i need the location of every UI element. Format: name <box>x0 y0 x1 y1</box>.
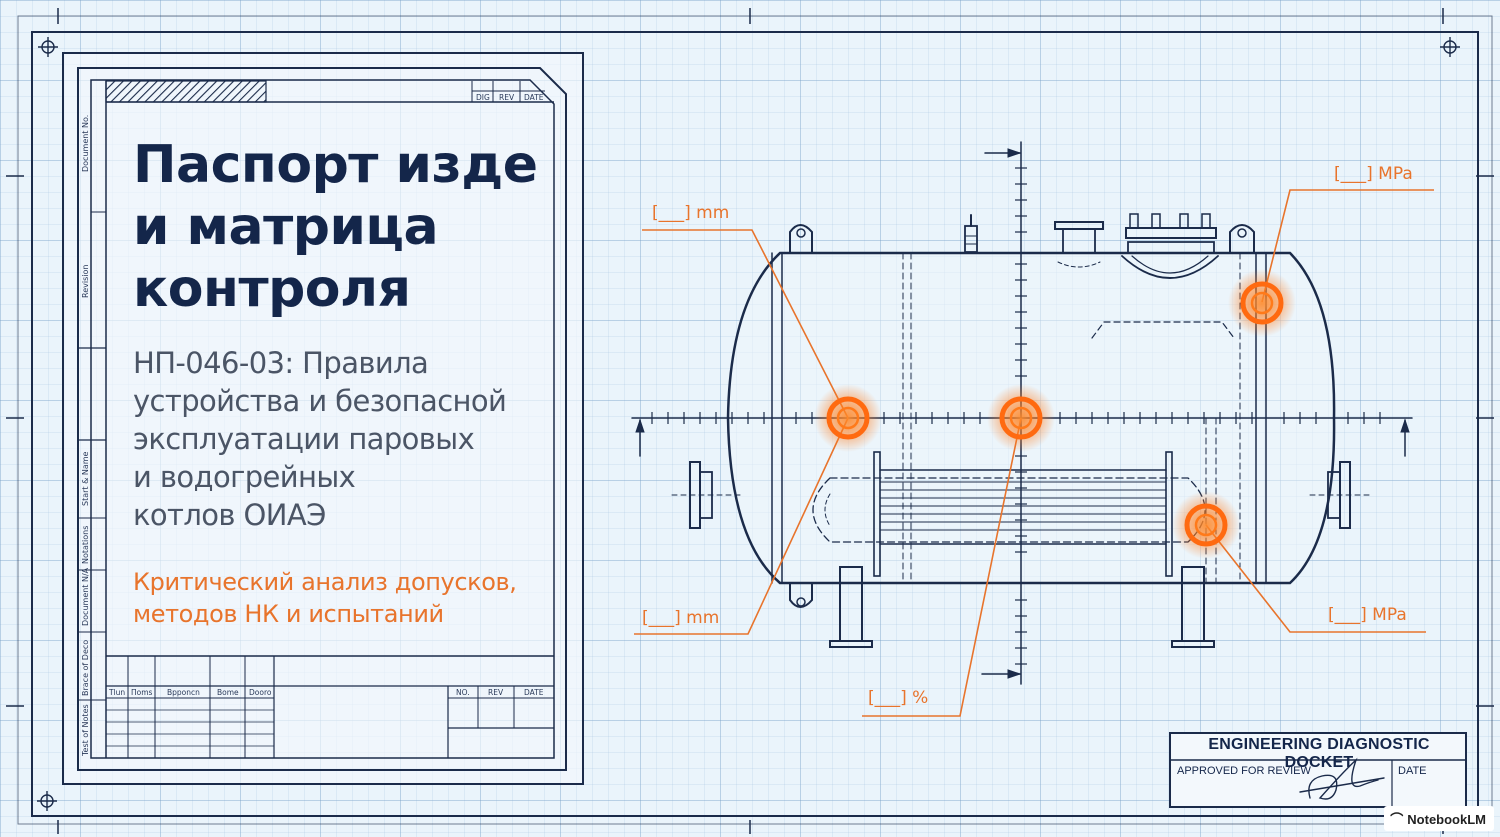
side-label: Document N/A <box>81 567 90 626</box>
subtitle-line: эксплуатации паровых <box>133 422 475 456</box>
title-block-col: DATE <box>524 688 544 697</box>
title-block-col: NO. <box>456 688 470 697</box>
callout-pressure-bottom: [___] MPa <box>1328 605 1407 625</box>
side-label: Start & Name <box>81 451 90 506</box>
title-line: контроля <box>133 259 411 319</box>
subtitle-line: и водогрейных <box>133 460 356 494</box>
brand-name: NotebookLM <box>1407 812 1486 827</box>
docket-box <box>1169 732 1467 808</box>
title-block-col: REV <box>499 93 515 102</box>
accent-line: методов НК и испытаний <box>133 600 444 628</box>
subtitle-line: НП-046-03: Правила <box>133 346 429 380</box>
scale-ticks <box>651 167 1381 665</box>
callout-percent: [___] % <box>868 688 929 708</box>
side-label: Test of Notes <box>81 704 90 756</box>
grid-header: Tlun <box>109 688 126 697</box>
side-label: Document No. <box>81 114 90 172</box>
date-label: DATE <box>1398 765 1427 777</box>
title-sheet <box>62 52 584 785</box>
title-block-col: REV <box>488 688 504 697</box>
inspection-point-marker <box>814 384 882 452</box>
subtitle-line: котлов ОИАЭ <box>133 498 326 532</box>
callout-pressure-top: [___] MPa <box>1334 164 1413 184</box>
inspection-markers <box>814 269 1296 559</box>
page-title: Паспорт изде и матрица контроля <box>133 134 563 320</box>
notebooklm-logo-icon: ⌒ <box>1390 812 1404 827</box>
title-line: и матрица <box>133 197 439 257</box>
docket-title: ENGINEERING DIAGNOSTIC DOCKET <box>1208 736 1430 771</box>
title-line: Паспорт изде <box>133 135 538 195</box>
drawing-border <box>6 8 1494 834</box>
subtitle-line: устройства и безопасной <box>133 384 507 418</box>
inspection-point-marker <box>1172 491 1240 559</box>
subtitle: НП-046-03: Правила устройства и безопасн… <box>133 344 553 534</box>
title-block-col: DATE <box>524 93 544 102</box>
side-label: Brace of Deco <box>81 639 90 696</box>
accent-line: Критический анализ допусков, <box>133 568 517 596</box>
inspection-point-marker <box>1228 269 1296 337</box>
grid-header: Пoms <box>131 688 153 697</box>
inspection-point-marker <box>987 384 1055 452</box>
registration-crosshair-icon <box>37 37 1460 811</box>
side-label: Revision <box>81 264 90 298</box>
side-label: Notations <box>81 525 90 564</box>
grid-header: Bpponcn <box>167 688 200 697</box>
callout-thickness-top: [___] mm <box>652 203 730 223</box>
title-block-col: DIG <box>476 93 490 102</box>
signature-icon <box>1299 757 1385 800</box>
grid-header: Bome <box>217 688 239 697</box>
callout-leaders <box>634 189 1434 717</box>
callout-thickness-bottom: [___] mm <box>642 608 720 628</box>
approved-label: APPROVED FOR REVIEW <box>1177 765 1311 777</box>
accent-subtitle: Критический анализ допусков, методов НК … <box>133 566 553 630</box>
brand-badge: ⌒NotebookLM <box>1384 806 1494 831</box>
grid-header: Dooro <box>249 688 272 697</box>
